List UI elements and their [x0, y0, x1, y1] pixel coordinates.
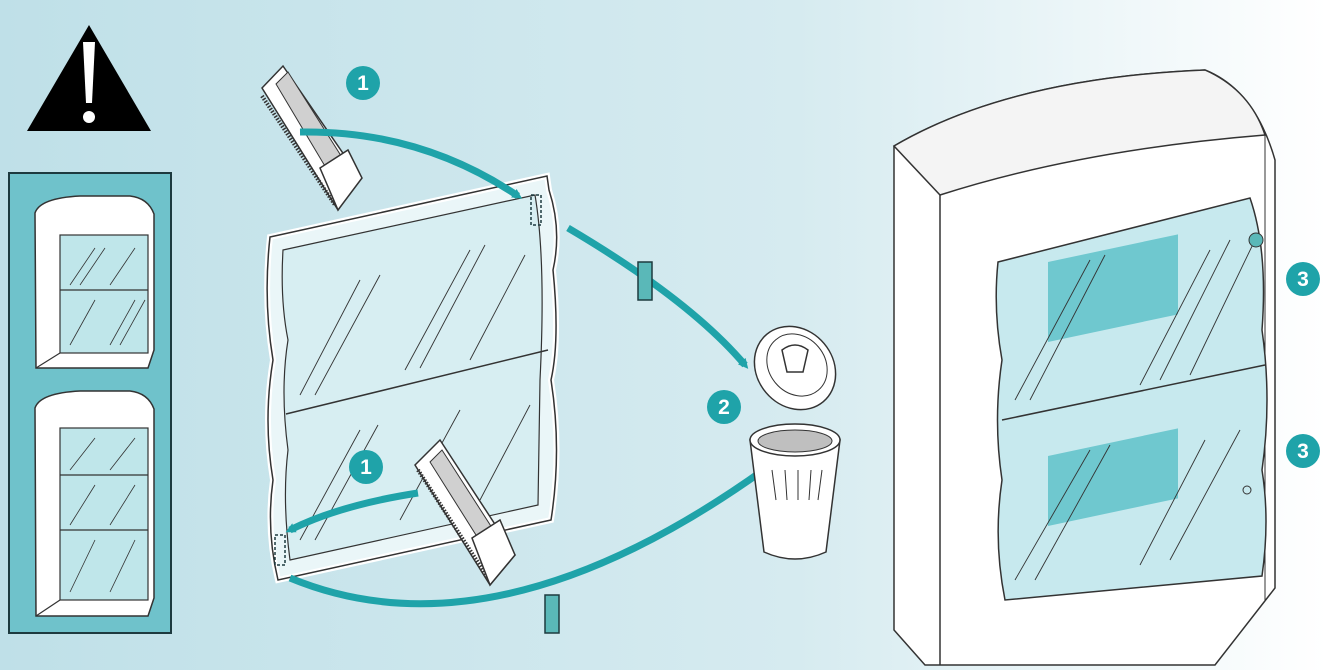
transparent-door-icon [264, 172, 560, 584]
discard-bottom-arrow [288, 455, 785, 608]
cut-bottom-arrow [285, 489, 419, 534]
cut-top-arrow [299, 128, 523, 199]
enclosure-variants-icon [8, 172, 172, 634]
step-3-badge-upper: 3 [1286, 262, 1320, 296]
removed-tab [544, 594, 560, 634]
distribution-enclosure-icon [892, 69, 1276, 666]
step-1-badge-bottom: 1 [349, 450, 383, 484]
removed-tab [637, 261, 653, 301]
step-1-badge-top: 1 [346, 66, 380, 100]
step-3-badge-lower: 3 [1286, 434, 1320, 468]
discard-top-arrow [566, 224, 749, 369]
large-enclosure [34, 390, 155, 617]
hacksaw-icon [414, 438, 516, 587]
warning-triangle-icon [27, 25, 151, 131]
small-enclosure [34, 195, 155, 369]
trash-bin-icon [749, 325, 841, 560]
step-2-badge: 2 [707, 390, 741, 424]
